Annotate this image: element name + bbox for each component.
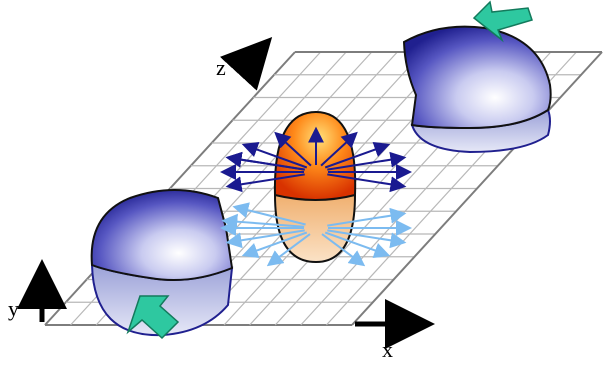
flow-arrow-dark xyxy=(274,131,312,167)
flow-arrow-light xyxy=(327,229,407,249)
flow-arrow-light xyxy=(241,231,308,259)
flow-arrow-dark xyxy=(225,173,305,193)
flow-arrow-light xyxy=(232,202,306,226)
y-axis-label: y xyxy=(8,296,19,321)
flow-arrows-lower xyxy=(220,202,412,267)
motion-arrow-icon xyxy=(472,0,533,43)
right-nucleus xyxy=(402,25,552,154)
flow-arrow-light xyxy=(221,213,305,230)
flow-arrow-dark xyxy=(225,151,305,171)
grid-line xyxy=(351,51,603,326)
flow-arrow-dark xyxy=(320,131,358,167)
flow-arrow-light xyxy=(324,231,391,259)
x-axis-label: x xyxy=(382,337,393,362)
flow-arrow-light xyxy=(266,233,311,267)
z-axis-label: z xyxy=(216,55,226,80)
flow-arrow-dark xyxy=(327,173,407,193)
flow-arrow-dark xyxy=(241,141,308,169)
flow-arrow-light xyxy=(321,233,366,267)
flow-arrow-light xyxy=(225,229,305,249)
flow-arrows-upper xyxy=(220,126,412,193)
flow-arrow-dark xyxy=(324,141,391,169)
motion-arrow-icon xyxy=(126,295,180,340)
flow-arrow-dark xyxy=(327,151,407,171)
z-axis-arrow xyxy=(219,36,273,91)
flow-arrow-light xyxy=(327,207,407,227)
